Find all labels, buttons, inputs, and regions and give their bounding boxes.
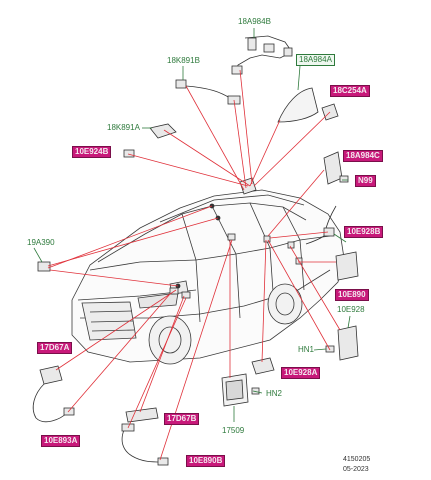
module-17d67b: [125, 407, 159, 423]
harness-bottom: [121, 429, 163, 463]
clip-left: [123, 149, 135, 158]
callout-right-1: 18A984C: [343, 150, 383, 162]
callout-hn1: HN1: [298, 345, 315, 354]
callout-bottom-3: 10E928A: [281, 367, 321, 379]
callout-18a984b: 18A984B: [238, 17, 271, 26]
callout-right-4: 10E890: [335, 289, 369, 301]
callout-left-2: 10E893A: [41, 435, 81, 447]
callout-bottom-1: 17D67B: [164, 413, 200, 425]
vehicle-outline: [71, 189, 345, 365]
module-10e890: [335, 251, 359, 281]
callout-antenna: 18C254A: [330, 85, 370, 97]
cable-18k891b: [175, 79, 241, 105]
callout-right-3: 10E928B: [344, 226, 384, 238]
callout-10e928: 10E928: [337, 305, 365, 314]
harness-18a984b: [231, 35, 293, 75]
connector-hn1: [325, 345, 335, 353]
connector-hn2: [251, 387, 260, 395]
callout-17509: 17509: [222, 426, 245, 435]
module-18k891a: [149, 123, 177, 139]
drawing-date: 05-2023: [343, 466, 369, 473]
roof-antenna: [277, 87, 319, 123]
drawing-number: 4150205: [343, 456, 371, 463]
callout-left-1: 17D67A: [37, 342, 73, 354]
callout-18a984a: 18A984A: [296, 54, 335, 66]
callout-bottom-2: 10E890B: [186, 455, 226, 467]
bracket-19a390: [37, 261, 51, 272]
callout-bracket-left: 10E924B: [72, 146, 112, 158]
module-right: [323, 151, 349, 185]
callout-hn2: HN2: [266, 389, 283, 398]
callout-18k891a: 18K891A: [107, 123, 140, 132]
harness-left: [32, 383, 69, 423]
callout-right-2: N99: [355, 175, 376, 187]
callout-19a390: 19A390: [27, 238, 55, 247]
module-10e928a: [251, 357, 275, 375]
module-10e928: [337, 325, 359, 361]
green-leaders: [33, 28, 351, 422]
module-17509: [221, 373, 249, 407]
callout-18k891b: 18K891B: [167, 56, 200, 65]
module-17d67a: [39, 365, 63, 385]
